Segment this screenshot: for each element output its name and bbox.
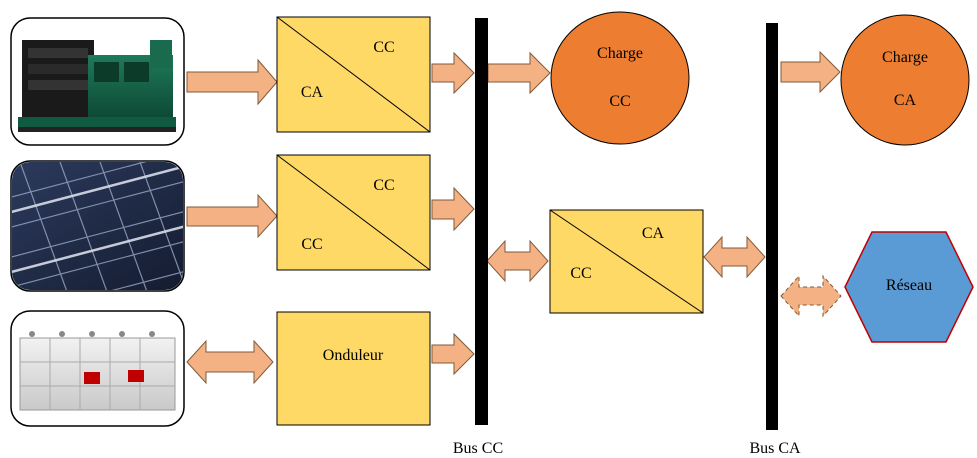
dc-bus (475, 18, 488, 425)
arrow-converter1-to-dc-bus (431, 51, 475, 95)
converter-bidirectional-dc-ac: CA CC (549, 209, 704, 314)
dc-load-line1: Charge (597, 45, 643, 62)
arrow-generator-to-converter (186, 58, 278, 106)
ac-bus-label: Bus CA (749, 440, 801, 457)
converter2-top-label: CC (373, 177, 394, 194)
grid-node: Réseau (844, 231, 974, 343)
arrow-converter2-to-dc-bus (431, 186, 475, 232)
arrow-dc-bus-bidirectional-converter (486, 239, 549, 283)
arrow-pv-to-converter (186, 193, 278, 239)
converter2-bottom-label: CC (301, 236, 322, 253)
arrow-ac-bus-grid-dashed (780, 274, 842, 318)
grid-label: Réseau (886, 277, 932, 294)
arrow-bidirectional-converter-ac-bus (703, 235, 766, 279)
converter3-top-label: CA (642, 225, 665, 242)
ac-load-line1: Charge (882, 49, 928, 66)
arrow-dc-bus-to-dc-load (487, 51, 551, 95)
dc-bus-label: Bus CC (453, 440, 503, 457)
converter3-bottom-label: CC (570, 265, 591, 282)
battery-bank-image (10, 310, 185, 427)
converter1-bottom-label: CA (301, 84, 324, 101)
ac-load-line2: CA (894, 92, 917, 109)
arrow-inverter-to-dc-bus (431, 332, 475, 376)
dc-load: Charge CC (550, 11, 690, 145)
dc-load-line2: CC (609, 93, 630, 110)
converter-dc-dc-pv: CC CC (276, 154, 431, 271)
solar-panels-image (10, 160, 185, 292)
inverter-box: Onduleur (276, 311, 431, 426)
arrow-ac-bus-to-ac-load (780, 50, 841, 94)
converter-dc-ac-generator: CC CA (276, 16, 431, 133)
diesel-generator-image (10, 17, 185, 146)
converter1-top-label: CC (373, 39, 394, 56)
ac-load: Charge CA (840, 14, 970, 146)
arrow-battery-inverter-bidirectional (186, 339, 274, 385)
arrows-group (186, 50, 842, 385)
inverter-label: Onduleur (323, 347, 384, 364)
ac-bus (766, 23, 778, 430)
